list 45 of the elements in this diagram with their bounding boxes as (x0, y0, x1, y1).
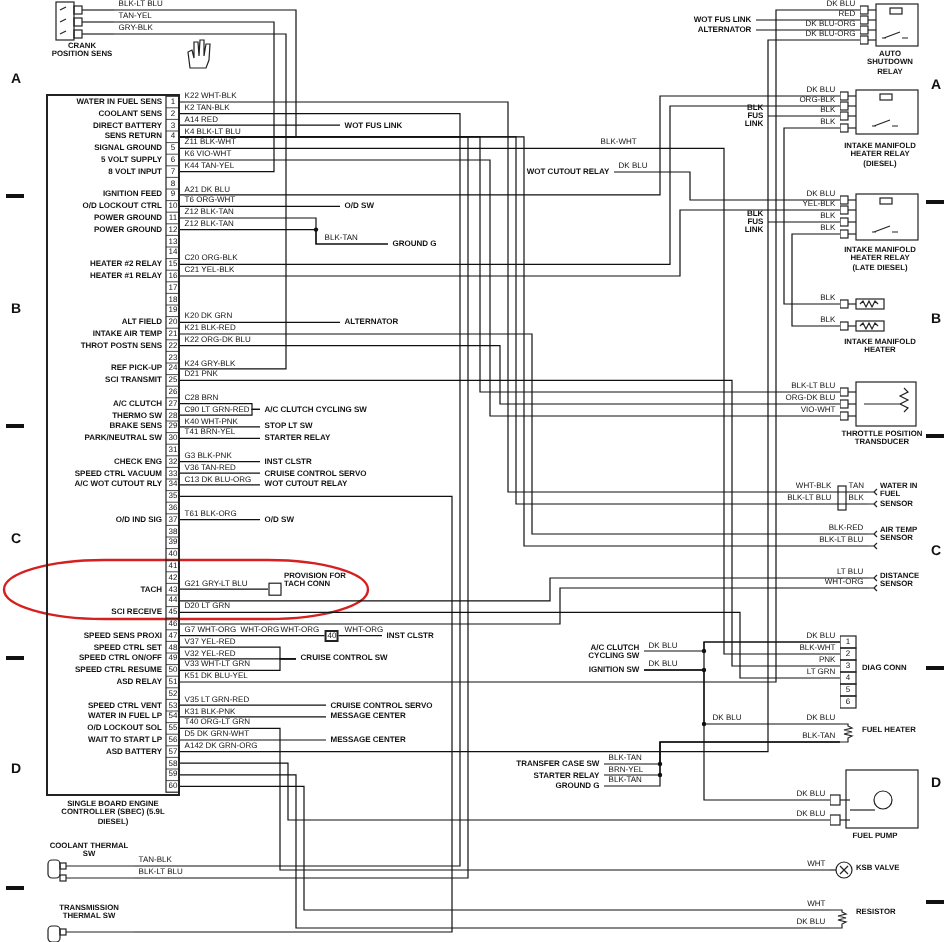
wire (179, 321, 341, 323)
wire (603, 741, 841, 787)
wire (179, 105, 841, 265)
wire (113, 21, 275, 173)
wire (179, 159, 841, 417)
wire (179, 124, 341, 126)
wire (179, 519, 261, 521)
wire (755, 29, 861, 31)
wire (767, 221, 841, 223)
wire (179, 472, 261, 474)
wire (179, 727, 831, 871)
wire (179, 658, 297, 671)
wire (113, 9, 297, 138)
wire (179, 437, 261, 439)
wire (783, 127, 841, 305)
wire (179, 739, 327, 741)
wire (179, 611, 841, 679)
wire (179, 426, 261, 428)
wire (179, 588, 269, 590)
wire (613, 171, 841, 201)
wire (179, 209, 841, 277)
wire (179, 379, 841, 667)
wire (179, 704, 327, 706)
wire (179, 785, 831, 911)
wire (179, 345, 841, 405)
wire (179, 95, 841, 196)
wire (179, 333, 869, 535)
wire (179, 762, 831, 821)
wire (133, 495, 453, 933)
wire (767, 115, 841, 117)
wire (179, 774, 831, 929)
wire (179, 484, 261, 486)
wire (179, 716, 327, 718)
wire (113, 33, 287, 370)
wire (179, 461, 261, 463)
wire (643, 669, 831, 801)
wire (179, 408, 261, 416)
wire (791, 233, 841, 327)
wire (179, 205, 341, 207)
wire (179, 147, 841, 655)
wire (179, 635, 383, 637)
wire (179, 229, 389, 245)
wire (179, 587, 869, 625)
wire (755, 19, 861, 21)
wire (179, 577, 869, 602)
